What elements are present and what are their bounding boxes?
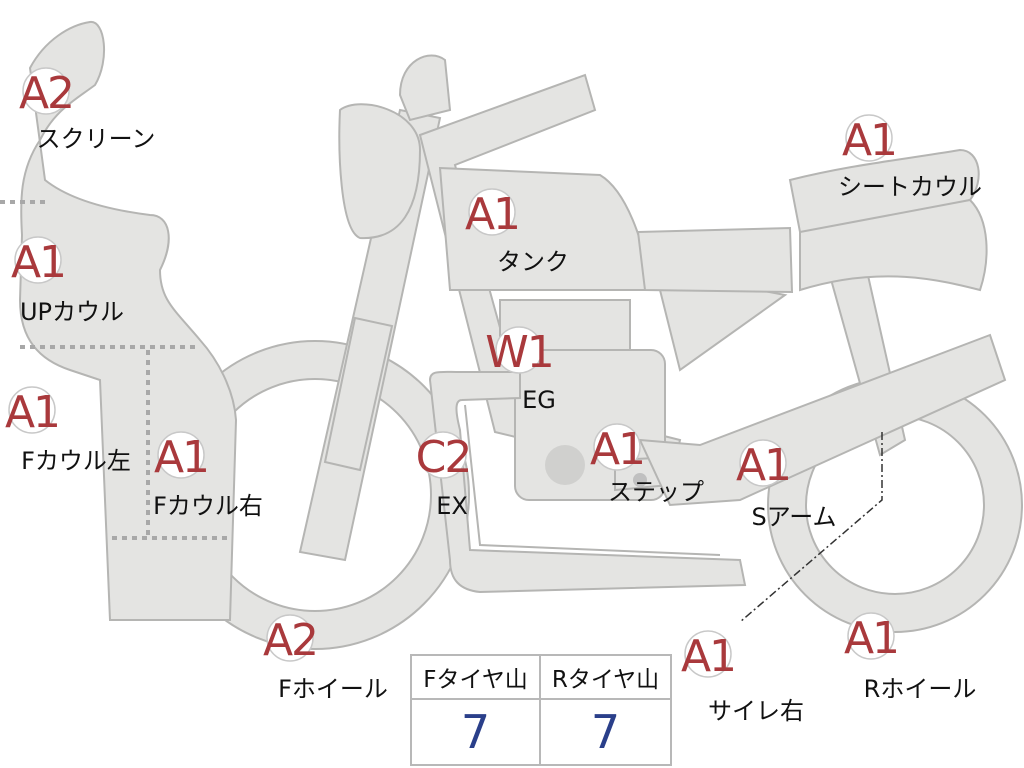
part-badge-f-cowl-left[interactable]: A1 Fカウル左 — [5, 386, 131, 475]
label-f-cowl-right: Fカウル右 — [153, 492, 263, 520]
part-badge-swingarm[interactable]: A1 Sアーム — [736, 439, 837, 531]
grade-swingarm: A1 — [736, 440, 790, 491]
grade-engine: W1 — [485, 327, 553, 378]
front-tire-header: Fタイヤ山 — [412, 656, 541, 700]
fork-cover-shape — [323, 316, 394, 472]
seat-cowl-shape — [788, 148, 980, 233]
label-screen: スクリーン — [37, 125, 156, 153]
muffler-leader-line — [739, 432, 883, 623]
grade-muffler-right: A1 — [681, 631, 735, 682]
label-engine: EG — [522, 386, 556, 414]
exhaust-inner-line — [464, 404, 721, 556]
label-step: ステップ — [608, 478, 704, 506]
grade-tank: A1 — [465, 189, 519, 240]
part-badge-screen[interactable]: A2 スクリーン — [19, 67, 156, 153]
tire-tread-table: Fタイヤ山 Rタイヤ山 7 7 — [410, 654, 672, 766]
grade-screen: A2 — [19, 68, 73, 119]
seat-shape — [636, 226, 794, 294]
part-badge-f-wheel[interactable]: A2 Fホイール — [263, 614, 388, 703]
exhaust-pipe-shape — [428, 370, 747, 594]
part-badge-up-cowl[interactable]: A1 UPカウル — [11, 236, 124, 326]
label-up-cowl: UPカウル — [20, 298, 124, 326]
handlebar-shape — [398, 54, 452, 122]
grade-seat-cowl: A1 — [842, 115, 896, 166]
part-badge-muffler-right[interactable]: A1 サイレ右 — [681, 630, 804, 725]
label-f-wheel: Fホイール — [278, 675, 388, 703]
part-badge-tank[interactable]: A1 タンク — [465, 188, 569, 276]
part-badge-seat-cowl[interactable]: A1 シートカウル — [838, 114, 982, 201]
grade-f-cowl-right: A1 — [154, 432, 208, 483]
grade-r-wheel: A1 — [844, 613, 898, 664]
label-muffler-right: サイレ右 — [708, 697, 804, 725]
rear-tire-header: Rタイヤ山 — [541, 656, 670, 700]
grade-f-wheel: A2 — [263, 615, 317, 666]
part-badge-f-cowl-right[interactable]: A1 Fカウル右 — [153, 431, 263, 520]
label-seat-cowl: シートカウル — [838, 173, 982, 201]
grade-up-cowl: A1 — [11, 237, 65, 288]
label-f-cowl-left: Fカウル左 — [21, 447, 131, 475]
step-bolt-1 — [633, 473, 647, 487]
grade-exhaust: C2 — [416, 432, 471, 483]
front-tire-value: 7 — [412, 700, 541, 764]
part-badge-step[interactable]: A1 ステップ — [590, 423, 704, 506]
label-tank: タンク — [497, 248, 569, 276]
label-swingarm: Sアーム — [751, 503, 836, 531]
headlight-shape — [338, 103, 422, 240]
rear-tire-value: 7 — [590, 705, 621, 759]
label-r-wheel: Rホイール — [864, 675, 977, 703]
swingarm-shape — [638, 333, 1007, 507]
engine-cover-shape — [545, 445, 585, 485]
part-badge-exhaust[interactable]: C2 EX — [416, 431, 472, 520]
label-exhaust: EX — [436, 492, 468, 520]
part-badge-engine[interactable]: W1 EG — [485, 326, 556, 414]
tail-shape — [799, 198, 988, 292]
grade-step: A1 — [590, 424, 644, 475]
grade-f-cowl-left: A1 — [5, 387, 59, 438]
part-badge-r-wheel[interactable]: A1 Rホイール — [844, 612, 977, 703]
